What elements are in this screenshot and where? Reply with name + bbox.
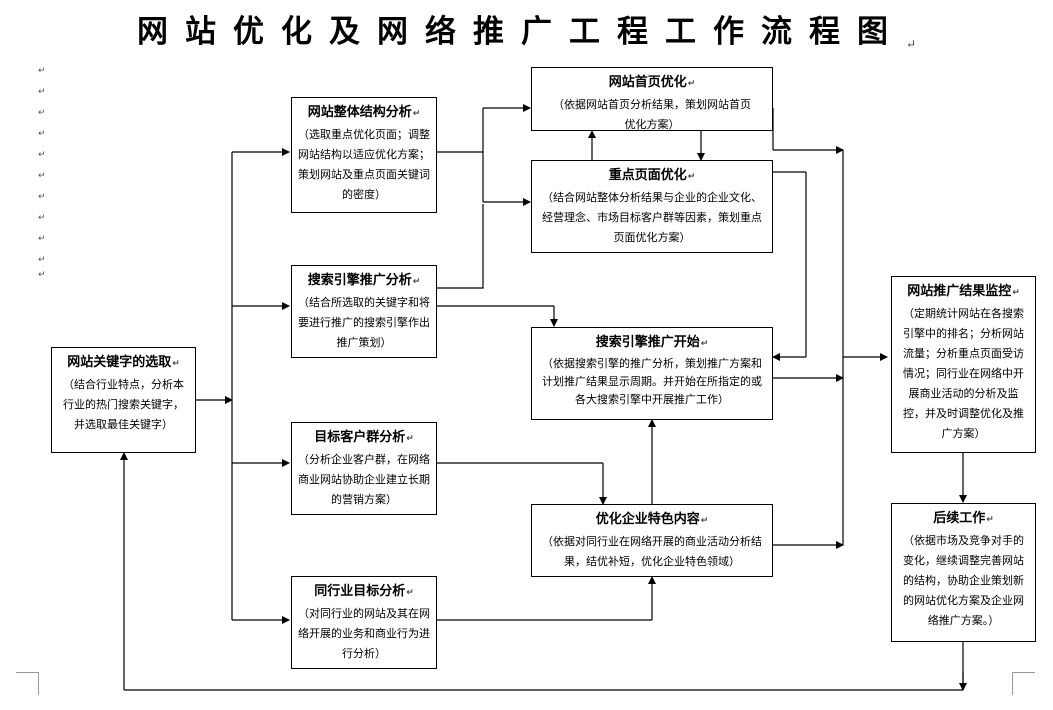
node-title: 网站首页优化↵ bbox=[608, 75, 696, 90]
paragraph-mark: ↵ bbox=[38, 108, 46, 118]
paragraph-mark: ↵ bbox=[38, 255, 46, 265]
paragraph-mark: ↵ bbox=[38, 66, 46, 76]
node-title: 搜索引擎推广分析↵ bbox=[307, 273, 421, 288]
node-description: （依据对同行业在网络开展的商业活动分析结果，结优补短，优化企业特色领域） bbox=[542, 535, 762, 568]
paragraph-mark: ↵ bbox=[38, 87, 46, 97]
node-title: 目标客户群分析↵ bbox=[314, 430, 414, 445]
node-title: 网站关键字的选取↵ bbox=[67, 355, 180, 370]
node-search-analysis: 搜索引擎推广分析↵ （结合所选取的关键字和将要进行推广的搜索引擎作出推广策划） bbox=[291, 265, 437, 358]
node-follow-up-work: 后续工作↵ （依据市场及竞争对手的变化，继续调整完善网站的结构，协助企业策划新的… bbox=[891, 503, 1036, 642]
node-description: （结合网站整体分析结果与企业的企业文化、经营理念、市场目标客户群等因素，策划重点… bbox=[542, 191, 762, 244]
paragraph-mark: ↵ bbox=[38, 129, 46, 139]
node-peer-analysis: 同行业目标分析↵ （对同行业的网站及其在网络开展的业务和商业行为进行分析） bbox=[291, 576, 437, 669]
node-title: 后续工作↵ bbox=[933, 511, 994, 526]
node-description: （依据搜索引擎的推广分析，策划推广方案和计划推广结果显示周期。并开始在所指定的或… bbox=[542, 357, 762, 406]
node-description: （选取重点优化页面；调整网站结构以适应优化方案；策划网站及重点页面关键词的密度） bbox=[298, 128, 430, 201]
node-result-monitoring: 网站推广结果监控↵ （定期统计网站在各搜索引擎中的排名；分析网站流量；分析重点页… bbox=[891, 276, 1036, 453]
node-title: 同行业目标分析↵ bbox=[314, 584, 414, 599]
node-description: （依据网站首页分析结果，策划网站首页优化方案） bbox=[553, 98, 751, 131]
crop-mark bbox=[1012, 672, 1035, 695]
node-description: （结合行业特点，分析本行业的热门搜索关键字，并选取最佳关键字） bbox=[63, 378, 184, 431]
node-search-promotion-start: 搜索引擎推广开始↵ （依据搜索引擎的推广分析，策划推广方案和计划推广结果显示周期… bbox=[531, 327, 773, 420]
node-description: （对同行业的网站及其在网络开展的业务和商业行为进行分析） bbox=[298, 607, 430, 660]
node-title: 网站整体结构分析↵ bbox=[307, 105, 421, 120]
node-title: 优化企业特色内容↵ bbox=[595, 512, 709, 527]
node-description: （定期统计网站在各搜索引擎中的排名；分析网站流量；分析重点页面受访情况；同行业在… bbox=[903, 307, 1024, 440]
node-homepage-optimization: 网站首页优化↵ （依据网站首页分析结果，策划网站首页优化方案） bbox=[531, 67, 773, 131]
node-title: 搜索引擎推广开始↵ bbox=[595, 335, 709, 350]
paragraph-mark: ↵ bbox=[38, 213, 46, 223]
node-description: （依据市场及竞争对手的变化，继续调整完善网站的结构，协助企业策划新的网站优化方案… bbox=[903, 534, 1024, 627]
node-description: （结合所选取的关键字和将要进行推广的搜索引擎作出推广策划） bbox=[298, 296, 430, 349]
node-keyword-selection: 网站关键字的选取↵ （结合行业特点，分析本行业的热门搜索关键字，并选取最佳关键字… bbox=[51, 347, 196, 453]
paragraph-mark: ↵ bbox=[905, 37, 917, 51]
node-customer-analysis: 目标客户群分析↵ （分析企业客户群，在网络商业网站协助企业建立长期的营销方案） bbox=[291, 422, 437, 515]
paragraph-mark: ↵ bbox=[38, 270, 46, 280]
paragraph-mark: ↵ bbox=[38, 150, 46, 160]
node-title: 重点页面优化↵ bbox=[608, 168, 696, 183]
crop-mark bbox=[16, 672, 39, 695]
paragraph-mark: ↵ bbox=[38, 192, 46, 202]
node-site-structure: 网站整体结构分析↵ （选取重点优化页面；调整网站结构以适应优化方案；策划网站及重… bbox=[291, 97, 437, 213]
paragraph-mark: ↵ bbox=[38, 234, 46, 244]
node-title: 网站推广结果监控↵ bbox=[907, 284, 1020, 299]
paragraph-mark: ↵ bbox=[38, 171, 46, 181]
node-feature-content: 优化企业特色内容↵ （依据对同行业在网络开展的商业活动分析结果，结优补短，优化企… bbox=[531, 504, 773, 577]
connector-line bbox=[437, 204, 484, 289]
node-description: （分析企业客户群，在网络商业网站协助企业建立长期的营销方案） bbox=[298, 453, 430, 506]
node-key-pages-optimization: 重点页面优化↵ （结合网站整体分析结果与企业的企业文化、经营理念、市场目标客户群… bbox=[531, 160, 773, 253]
diagram-title: 网站优化及网络推广工程工作流程图↵ bbox=[136, 14, 917, 51]
